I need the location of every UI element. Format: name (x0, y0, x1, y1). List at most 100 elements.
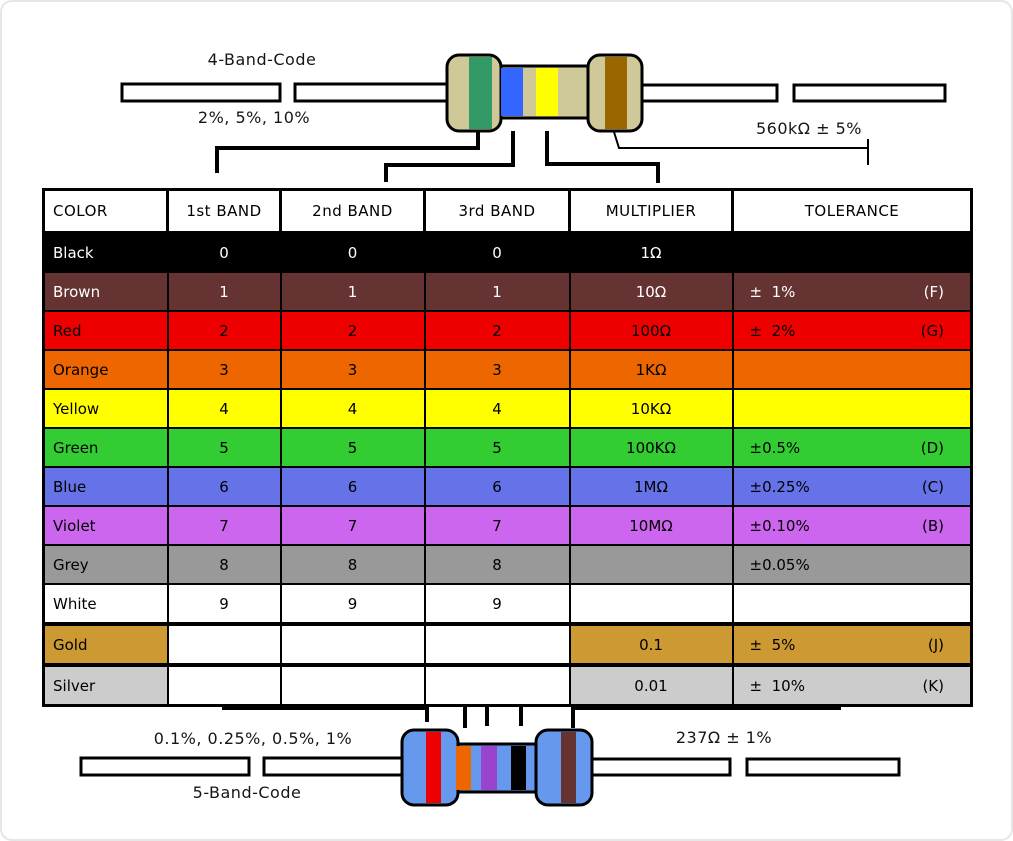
color-name: White (42, 583, 169, 625)
multiplier-value: 1Ω (568, 231, 734, 273)
digit-3rd: 9 (423, 583, 571, 625)
color-name: Green (42, 427, 169, 468)
table-row-orange: Orange 3 3 3 1KΩ (42, 349, 973, 390)
band-blue-2nd (501, 68, 523, 116)
tolerance-value: ± 5%(J) (731, 622, 973, 666)
tolerance-letter: (B) (922, 516, 944, 535)
tolerance-value: ±0.05% (731, 544, 973, 585)
digit-2nd: 5 (279, 427, 426, 468)
color-name: Violet (42, 505, 169, 546)
multiplier-value: 100Ω (568, 310, 734, 351)
bottom-resistor-5band (400, 728, 594, 807)
lead-segment (262, 756, 404, 777)
table-row-blue: Blue 6 6 6 1MΩ ±0.25%(C) (42, 466, 973, 507)
digit-3rd (423, 622, 571, 666)
band-orange-2nd (456, 746, 471, 790)
digit-1st: 0 (166, 231, 282, 273)
digit-1st: 6 (166, 466, 282, 507)
tolerance-text: ±0.05% (749, 555, 810, 574)
table-row-gold: Gold 0.1 ± 5%(J) (42, 622, 973, 666)
label-4-band-code: 4-Band-Code (207, 50, 317, 69)
digit-2nd: 4 (279, 388, 426, 429)
digit-2nd (279, 622, 426, 666)
color-name: Black (42, 231, 169, 273)
digit-3rd: 5 (423, 427, 571, 468)
label-5-band-code: 5-Band-Code (192, 783, 302, 802)
multiplier-value: 1MΩ (568, 466, 734, 507)
header-3rd-band: 3rd BAND (423, 188, 571, 234)
color-code-table: COLOR 1st BAND 2nd BAND 3rd BAND MULTIPL… (42, 188, 973, 707)
band-red-1st (426, 732, 441, 803)
table-row-brown: Brown 1 1 1 10Ω ± 1% (F) (42, 271, 973, 312)
header-multiplier: MULTIPLIER (568, 188, 734, 234)
table-row-yellow: Yellow 4 4 4 10KΩ (42, 388, 973, 429)
tolerance-text: ±0.25% (749, 477, 810, 496)
color-name: Silver (42, 663, 169, 707)
digit-2nd: 6 (279, 466, 426, 507)
tolerance-value: ± 1% (F) (731, 271, 973, 312)
digit-1st: 3 (166, 349, 282, 390)
table-row-black: Black 0 0 0 1Ω (42, 231, 973, 273)
lead-segment (590, 757, 732, 777)
top-resistor-4band (445, 53, 644, 133)
top-callout-lines (215, 131, 869, 183)
tolerance-value: ± 10%(K) (731, 663, 973, 707)
lead-segment (293, 82, 451, 103)
tolerance-value: ±0.10%(B) (731, 505, 973, 546)
color-name: Orange (42, 349, 169, 390)
tolerance-value (731, 349, 973, 390)
tolerance-value (731, 231, 973, 273)
table-row-white: White 9 9 9 (42, 583, 973, 625)
header-color: COLOR (42, 188, 169, 234)
tolerance-value: ±0.25% (C) (731, 466, 973, 507)
callout-1st-band (215, 131, 480, 173)
label-4band-value: 560kΩ ± 5% (756, 119, 862, 138)
digit-3rd: 1 (423, 271, 571, 312)
digit-3rd: 3 (423, 349, 571, 390)
multiplier-value: 1KΩ (568, 349, 734, 390)
multiplier-value (568, 583, 734, 625)
tolerance-letter: (K) (922, 676, 944, 695)
header-tolerance: TOLERANCE (731, 188, 973, 234)
table-row-green: Green 5 5 5 100KΩ ±0.5%(D) (42, 427, 973, 468)
color-name: Red (42, 310, 169, 351)
digit-1st: 4 (166, 388, 282, 429)
table-row-silver: Silver 0.01 ± 10%(K) (42, 663, 973, 707)
tolerance-value (731, 583, 973, 625)
tolerance-letter: (F) (923, 282, 944, 301)
header-2nd-band: 2nd BAND (279, 188, 426, 234)
digit-3rd (423, 663, 571, 707)
lead-segment (792, 83, 947, 103)
digit-3rd: 7 (423, 505, 571, 546)
tolerance-text: ± 1% (749, 282, 796, 301)
tolerance-letter: (C) (921, 477, 944, 496)
digit-3rd: 4 (423, 388, 571, 429)
multiplier-value: 10MΩ (568, 505, 734, 546)
digit-1st: 1 (166, 271, 282, 312)
band-green-1st (469, 57, 492, 129)
digit-1st: 5 (166, 427, 282, 468)
color-name: Brown (42, 271, 169, 312)
band-violet-3rd (481, 746, 497, 790)
multiplier-value: 10Ω (568, 271, 734, 312)
digit-1st: 9 (166, 583, 282, 625)
lead-segment (120, 82, 282, 103)
tolerance-text: ± 2% (749, 321, 796, 340)
multiplier-value: 100KΩ (568, 427, 734, 468)
label-4band-tolerances: 2%, 5%, 10% (197, 108, 311, 127)
digit-2nd: 9 (279, 583, 426, 625)
color-name: Blue (42, 466, 169, 507)
digit-1st (166, 622, 282, 666)
callout-tolerance (613, 131, 869, 165)
digit-2nd: 0 (279, 231, 426, 273)
digit-2nd: 8 (279, 544, 426, 585)
tolerance-text: ± 5% (749, 635, 796, 654)
digit-1st (166, 663, 282, 707)
tolerance-letter: (G) (920, 321, 944, 340)
digit-1st: 2 (166, 310, 282, 351)
digit-2nd: 1 (279, 271, 426, 312)
tolerance-value: ± 2% (G) (731, 310, 973, 351)
band-yellow-multiplier (536, 68, 558, 116)
